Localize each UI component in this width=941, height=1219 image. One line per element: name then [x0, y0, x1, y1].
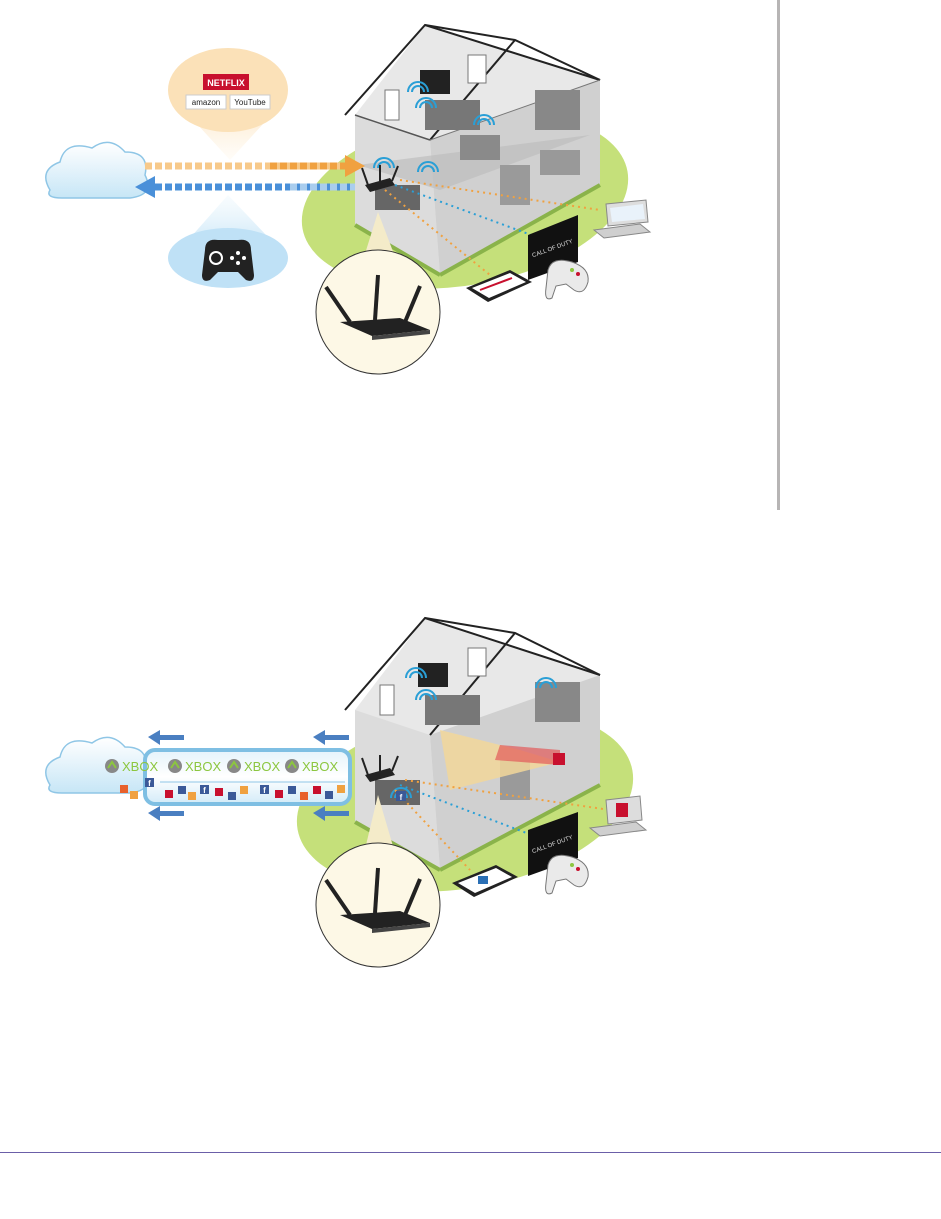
- xbox-logo: XBOX: [168, 759, 221, 774]
- svg-text:XBOX: XBOX: [244, 759, 280, 774]
- router-zoom-callout: [316, 250, 440, 374]
- facebook-icon: f: [260, 785, 269, 795]
- svg-text:YouTube: YouTube: [234, 98, 266, 107]
- svg-text:XBOX: XBOX: [122, 759, 158, 774]
- game-controller-icon: [546, 260, 589, 299]
- footer-divider: [0, 1152, 941, 1153]
- youtube-logo: YouTube: [230, 95, 270, 109]
- router-zoom-callout: [316, 843, 440, 967]
- xbox-logo: XBOX: [105, 759, 158, 774]
- amazon-logo: amazon: [186, 95, 226, 109]
- svg-text:amazon: amazon: [192, 98, 220, 107]
- xbox-logo: XBOX: [227, 759, 280, 774]
- game-controller-icon: [546, 855, 589, 894]
- svg-text:XBOX: XBOX: [185, 759, 221, 774]
- svg-text:f: f: [148, 779, 151, 788]
- facebook-icon: f: [145, 778, 154, 788]
- cloud-icon: [46, 142, 148, 198]
- svg-text:f: f: [400, 793, 403, 802]
- svg-text:f: f: [263, 786, 266, 795]
- qos-upstream-diagram: XBOX XBOX XBOX XBOX f f f f: [0, 600, 941, 1000]
- facebook-icon: f: [396, 791, 406, 802]
- qos-streaming-diagram: NETFLIX amazon YouTube: [0, 0, 941, 400]
- svg-text:f: f: [203, 786, 206, 795]
- svg-text:NETFLIX: NETFLIX: [207, 78, 245, 88]
- svg-text:XBOX: XBOX: [302, 759, 338, 774]
- xbox-logo: XBOX: [285, 759, 338, 774]
- netflix-logo: NETFLIX: [203, 74, 249, 90]
- facebook-icon: f: [200, 785, 209, 795]
